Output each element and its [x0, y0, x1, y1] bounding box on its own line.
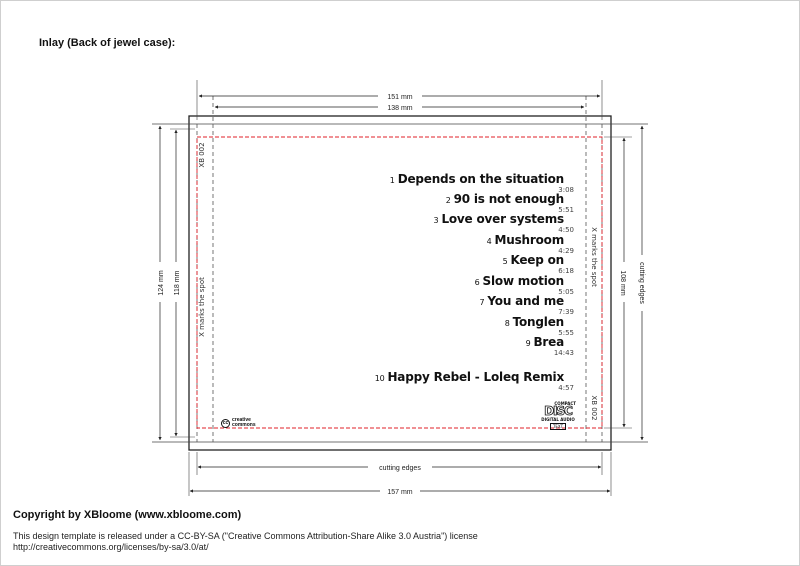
track-title: Love over systems	[441, 212, 564, 226]
dim-cutting-right-label: cutting edges	[638, 262, 645, 304]
track-number: 10	[374, 374, 385, 383]
track-duration: 5:55	[558, 329, 574, 337]
track-duration: 4:57	[558, 384, 574, 392]
cc-wordmark: creative commons	[232, 417, 256, 428]
dim-157-label: 157 mm	[387, 489, 412, 496]
track-duration: 4:50	[558, 226, 574, 234]
track-title: Happy Rebel - Loleq Remix	[387, 370, 564, 384]
license-url[interactable]: http://creativecommons.org/licenses/by-s…	[13, 542, 209, 552]
track-title: Keep on	[510, 253, 564, 267]
track-number: 9	[525, 339, 531, 348]
track-number: 8	[504, 319, 510, 328]
dim-124-label: 124 mm	[158, 270, 165, 295]
track-duration: 5:51	[558, 206, 574, 214]
track-number: 3	[433, 216, 439, 225]
track-number: 6	[474, 278, 480, 287]
dim-118-label: 118 mm	[174, 270, 181, 295]
track-title: Depends on the situation	[397, 172, 565, 186]
track-duration: 6:18	[558, 267, 574, 275]
track-title: Tonglen	[512, 315, 565, 329]
track-number: 5	[502, 257, 508, 266]
copyright-notice: Copyright by XBloome (www.xbloome.com)	[13, 509, 242, 521]
compact-disc-logo: COMPACT DISC DIGITAL AUDIO TEXT	[541, 401, 576, 430]
track-duration: 14:43	[553, 349, 574, 357]
track-title: Mushroom	[494, 233, 565, 247]
license-notice: This design template is released under a…	[13, 531, 478, 553]
track-duration: 3:08	[558, 186, 574, 194]
dim-cutting-label: cutting edges	[379, 465, 421, 472]
track-duration: 7:39	[558, 308, 574, 316]
track-number: 7	[479, 298, 485, 307]
page-heading: Inlay (Back of jewel case):	[39, 37, 176, 49]
spine-left-code: XB 002	[198, 142, 206, 167]
dim-151-label: 151 mm	[387, 94, 412, 101]
spine-right-text: X marks the spot	[590, 227, 598, 287]
track-duration: 5:05	[558, 288, 574, 296]
spine-right-code: XB 002	[590, 395, 598, 420]
track-title: You and me	[487, 294, 564, 308]
dim-138-label: 138 mm	[387, 105, 412, 112]
inlay-outline	[188, 115, 612, 451]
spine-left-text: X marks the spot	[198, 277, 206, 337]
track-number: 4	[486, 237, 492, 246]
dim-108-label: 108 mm	[619, 270, 626, 295]
track-duration: 4:29	[558, 247, 574, 255]
cc-icon: cc	[221, 418, 230, 428]
track-number: 2	[445, 196, 451, 205]
track-title: Slow motion	[482, 274, 565, 288]
creative-commons-logo: cc creative commons	[221, 418, 256, 428]
license-text: This design template is released under a…	[13, 531, 478, 541]
track-title: 90 is not enough	[453, 192, 565, 206]
track-number: 1	[389, 176, 395, 185]
track-title: Brea	[533, 335, 564, 349]
